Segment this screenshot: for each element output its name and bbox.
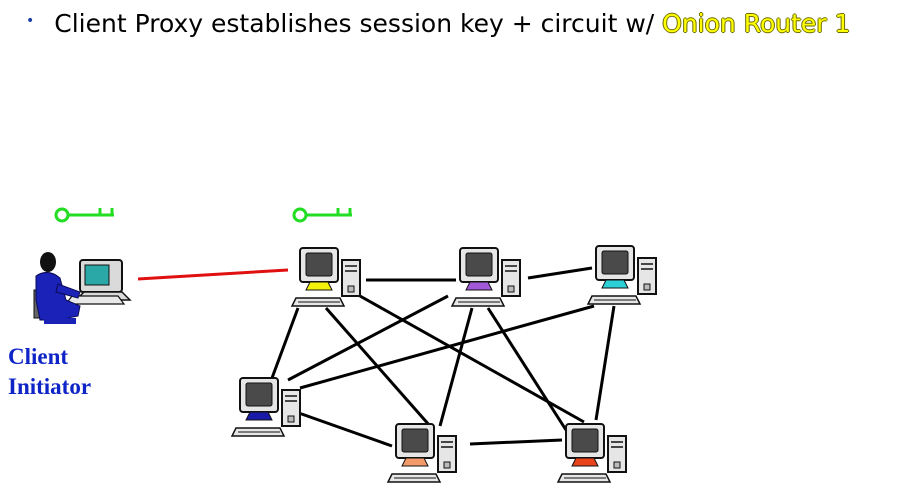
onion-router-r5-icon (387, 423, 457, 483)
onion-router-r6-icon (557, 423, 627, 483)
network-link-r2-r4 (287, 294, 449, 382)
onion-router-r4-icon (231, 377, 301, 437)
network-link-r3-r4 (299, 304, 595, 390)
network-link-r3-r6 (594, 305, 616, 421)
network-link-r2-r3 (527, 266, 593, 280)
bullet-text: Client Proxy establishes session key + c… (54, 8, 655, 38)
bullet-point: • Client Proxy establishes session key +… (26, 3, 850, 43)
network-link-r5-r6 (469, 438, 563, 446)
client-initiator-label: Client Initiator (8, 342, 91, 402)
session-key-icon (292, 207, 352, 223)
client-label-line2: Initiator (8, 374, 92, 399)
network-link-r2-r6 (486, 307, 568, 431)
network-link-r4-r5 (295, 410, 393, 448)
onion-router-r3-icon (587, 245, 657, 305)
network-link-r2-r5 (438, 307, 474, 427)
network-link-r1-r4 (270, 307, 300, 379)
client-workstation-icon (33, 252, 132, 324)
onion-router-r1-icon (291, 247, 361, 307)
onion-router-r2-icon (451, 247, 521, 307)
session-key-icon (54, 207, 114, 223)
onion-router-highlight: Onion Router 1 (662, 8, 851, 38)
client-label-line1: Client (8, 344, 69, 369)
bullet-icon: • (26, 13, 35, 29)
client-link (137, 268, 289, 281)
